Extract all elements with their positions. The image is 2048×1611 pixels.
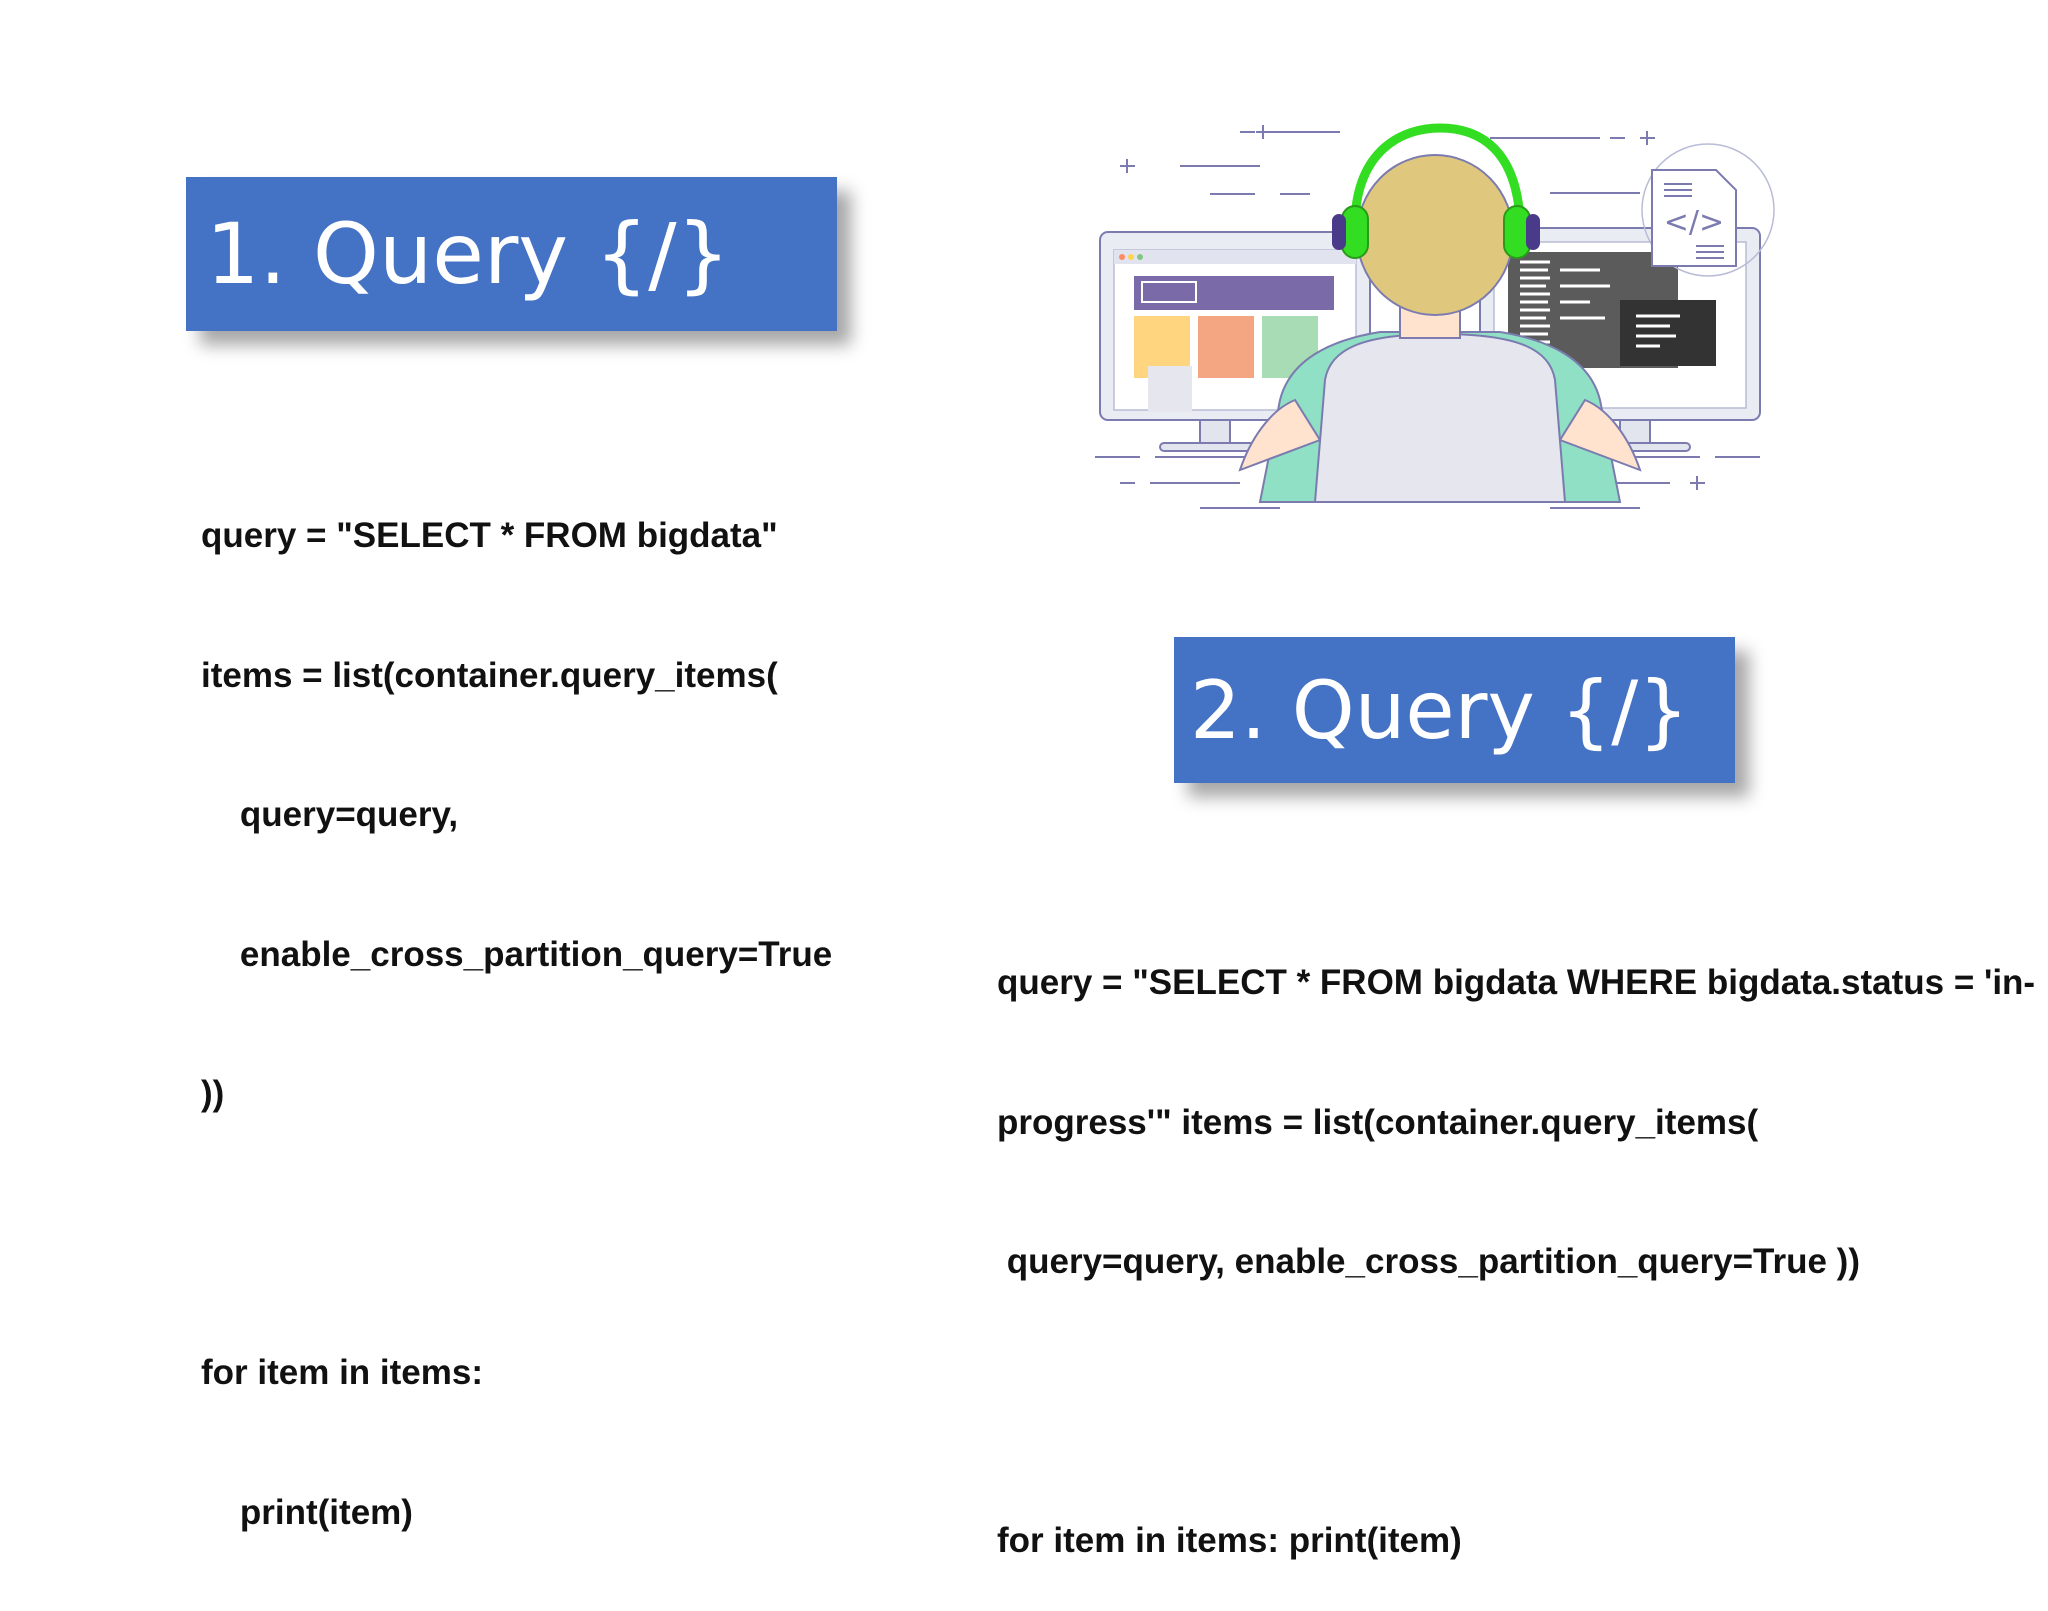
code-line — [997, 1379, 2035, 1426]
code-block-query-1: query = "SELECT * FROM bigdata" items = … — [201, 420, 832, 1583]
slide-title-query-1-text: 1. Query {/} — [206, 205, 731, 303]
slide-title-query-2: 2. Query {/} — [1174, 637, 1735, 783]
code-line: query = "SELECT * FROM bigdata" — [201, 516, 778, 555]
code-line: for item in items: — [201, 1353, 483, 1392]
code-block-query-2: query = "SELECT * FROM bigdata WHERE big… — [997, 867, 2035, 1611]
code-line: progress'" items = list(container.query_… — [997, 1102, 1759, 1142]
slide-title-query-1: 1. Query {/} — [186, 177, 837, 331]
code-line: query = "SELECT * FROM bigdata WHERE big… — [997, 963, 2036, 1002]
code-line: print(item) — [201, 1492, 413, 1532]
code-line: query=query, enable_cross_partition_quer… — [997, 1242, 1860, 1281]
code-line: )) — [201, 1074, 225, 1113]
code-line: for item in items: print(item) — [997, 1521, 1462, 1560]
developer-at-monitors-illustration: </> — [1095, 123, 1775, 509]
code-line — [201, 1211, 832, 1258]
slide-title-query-2-text: 2. Query {/} — [1190, 663, 1690, 757]
code-tag-label: </> — [1664, 205, 1724, 240]
code-line: query=query, — [201, 795, 459, 834]
code-line: items = list(container.query_items( — [201, 655, 778, 695]
code-line: enable_cross_partition_query=True — [201, 934, 833, 974]
